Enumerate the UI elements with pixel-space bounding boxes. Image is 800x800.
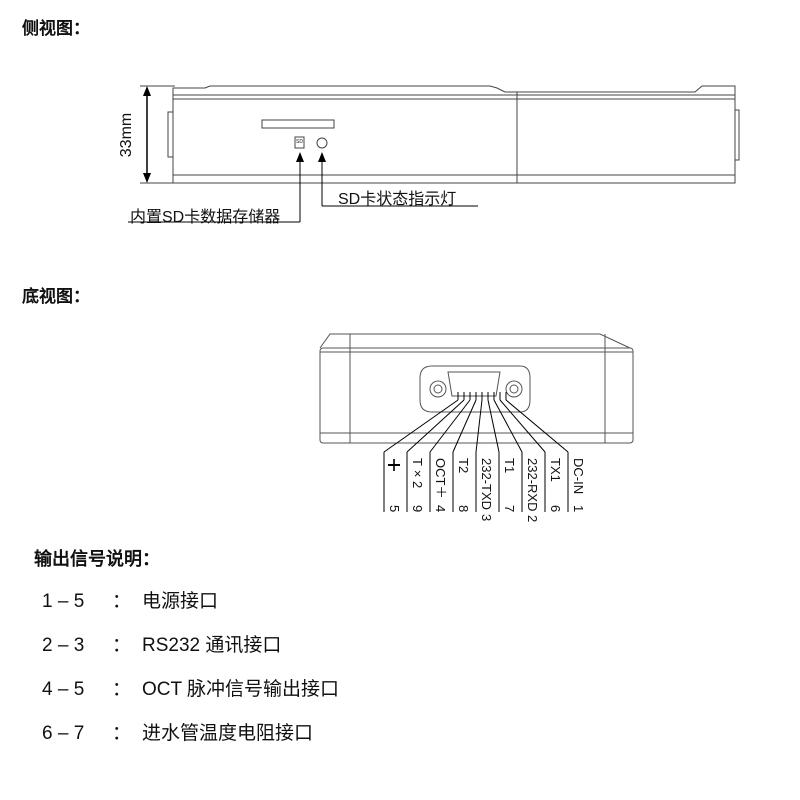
pin-number: 6: [548, 504, 563, 512]
pin-number: 7: [502, 504, 517, 512]
pin-name: 232-RXD: [525, 458, 540, 512]
sd-storage-label: 内置SD卡数据存储器: [130, 209, 281, 226]
signal-description: 电源接口: [142, 591, 219, 612]
side-view-drawing: [128, 85, 740, 223]
pin-label-3: 232-TXD 3: [479, 458, 494, 522]
pin-number: 1: [571, 504, 586, 512]
signal-item: 2 – 3 ： RS232 通讯接口: [42, 630, 281, 657]
signal-range: 6 – 7: [42, 723, 85, 744]
pin-label-8: T2 8: [456, 458, 471, 512]
sd-card-icon: SD: [296, 139, 303, 145]
pin-lead-line: [505, 399, 569, 453]
pin-label-1: DC-IN 1: [571, 458, 586, 512]
pin-name: DC-IN: [571, 458, 586, 495]
pin-name: OCT＋: [433, 458, 448, 499]
pin-name: T×2: [410, 458, 425, 489]
pin-name: 232-TXD: [479, 458, 494, 511]
bottom-view-title: 底视图：: [22, 287, 90, 306]
signal-separator: ：: [112, 591, 132, 612]
pin-lead-line: [475, 399, 483, 453]
pin-number: 9: [410, 504, 425, 512]
signal-range: 1 – 5: [42, 591, 85, 612]
signal-separator: ：: [112, 635, 132, 656]
pin-lead-line: [493, 399, 523, 453]
signal-range: 2 – 3: [42, 635, 85, 656]
signal-separator: ：: [112, 723, 132, 744]
pin-number: 4: [433, 504, 448, 512]
pin-lead-line: [429, 399, 471, 453]
pin-name: TX1: [548, 458, 563, 482]
signal-item: 6 – 7 ： 进水管温度电阻接口: [42, 718, 313, 745]
pin-label-7: T1 7: [502, 458, 517, 512]
pin-label-4: OCT＋ 4: [433, 458, 448, 512]
signal-separator: ：: [112, 679, 132, 700]
pin-label-5: 5: [387, 458, 402, 512]
pin-lead-line: [406, 399, 465, 453]
side-view-title: 侧视图：: [22, 19, 90, 38]
signal-description: RS232 通讯接口: [142, 635, 282, 656]
pin-name: T1: [502, 458, 517, 474]
pin-lead-line: [499, 399, 546, 453]
pin-number: 3: [479, 514, 494, 522]
height-dimension-label: 33mm: [118, 112, 136, 158]
signal-item: 4 – 5 ： OCT 脉冲信号输出接口: [42, 674, 339, 701]
pin-label-6: TX1 6: [548, 458, 563, 512]
pin-lead-line: [383, 399, 459, 453]
pin-number: 5: [387, 504, 402, 512]
signals-title: 输出信号说明：: [34, 549, 160, 569]
pin-lead-line: [487, 399, 500, 453]
ground-icon: [387, 458, 401, 472]
pin-name: T2: [456, 458, 471, 474]
pin-lead-line: [452, 399, 477, 453]
pin-number: 2: [525, 515, 540, 523]
pin-label-9: T×2 9: [410, 458, 425, 512]
signal-range: 4 – 5: [42, 679, 85, 700]
signal-description: OCT 脉冲信号输出接口: [142, 679, 340, 700]
pin-number: 8: [456, 504, 471, 512]
signal-description: 进水管温度电阻接口: [142, 723, 314, 744]
signal-item: 1 – 5 ： 电源接口: [42, 586, 218, 613]
pin-label-2: 232-RXD 2: [525, 458, 540, 523]
bottom-view-drawing: [319, 333, 634, 512]
sd-indicator-label: SD卡状态指示灯: [338, 191, 457, 208]
